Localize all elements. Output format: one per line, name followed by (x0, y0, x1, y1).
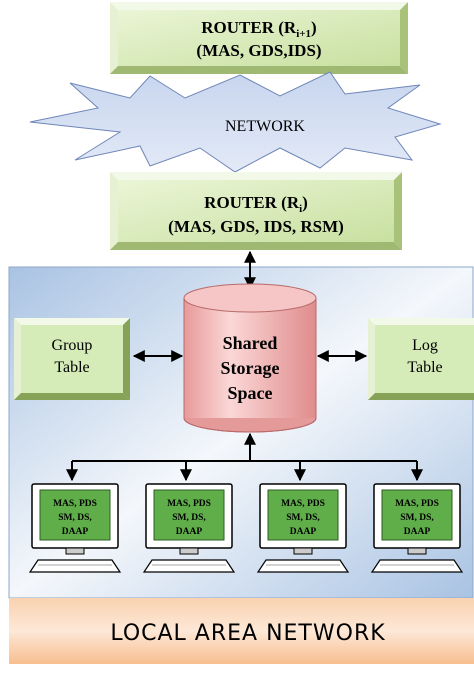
computer-2: MAS, PDS SM, DS, DAAP (142, 483, 236, 573)
computer-1: MAS, PDS SM, DS, DAAP (28, 483, 122, 573)
lan-label: LOCAL AREA NETWORK (110, 621, 385, 646)
storage-line1: Shared (223, 333, 278, 353)
group-table: Group Table (14, 318, 130, 400)
keyboard-icon (28, 559, 122, 573)
lan-banner: LOCAL AREA NETWORK (9, 598, 474, 664)
keyboard-icon (370, 559, 464, 573)
computer-1-line1: MAS, PDS (53, 499, 97, 509)
router-top: ROUTER (Ri+1) (MAS, GDS,IDS) (110, 2, 408, 74)
router-top-label: ROUTER (Ri+1) (201, 18, 316, 40)
storage-line2: Storage (221, 358, 280, 378)
router-top-protocols: (MAS, GDS,IDS) (196, 41, 321, 60)
computer-4-line2: SM, DS, (400, 513, 434, 523)
storage-line3: Space (228, 383, 273, 403)
keyboard-icon (256, 559, 350, 573)
keyboard-icon (142, 559, 236, 573)
computer-1-line3: DAAP (62, 527, 89, 537)
router-main: ROUTER (Ri) (MAS, GDS, IDS, RSM) (110, 172, 402, 250)
computer-2-line2: SM, DS, (172, 513, 206, 523)
computer-3-line3: DAAP (290, 527, 317, 537)
computer-2-line1: MAS, PDS (167, 499, 211, 509)
computer-4: MAS, PDS SM, DS, DAAP (370, 483, 464, 573)
computer-2-line3: DAAP (176, 527, 203, 537)
shared-storage-cylinder: Shared Storage Space (183, 283, 317, 433)
computer-1-line2: SM, DS, (58, 513, 92, 523)
log-table-line2: Table (407, 359, 442, 376)
computer-4-line3: DAAP (404, 527, 431, 537)
computer-4-line1: MAS, PDS (395, 499, 439, 509)
lan-bus (66, 432, 423, 482)
computer-3: MAS, PDS SM, DS, DAAP (256, 483, 350, 573)
router-main-label: ROUTER (Ri) (204, 193, 308, 215)
computer-3-line2: SM, DS, (286, 513, 320, 523)
group-table-line2: Table (54, 359, 89, 376)
network-label: NETWORK (225, 118, 305, 135)
router-main-protocols: (MAS, GDS, IDS, RSM) (168, 217, 344, 236)
network-cloud: NETWORK (29, 71, 442, 173)
group-table-line1: Group (52, 337, 93, 354)
log-table: Log Table (368, 318, 474, 400)
computer-3-line1: MAS, PDS (281, 499, 325, 509)
log-table-line1: Log (412, 337, 438, 354)
